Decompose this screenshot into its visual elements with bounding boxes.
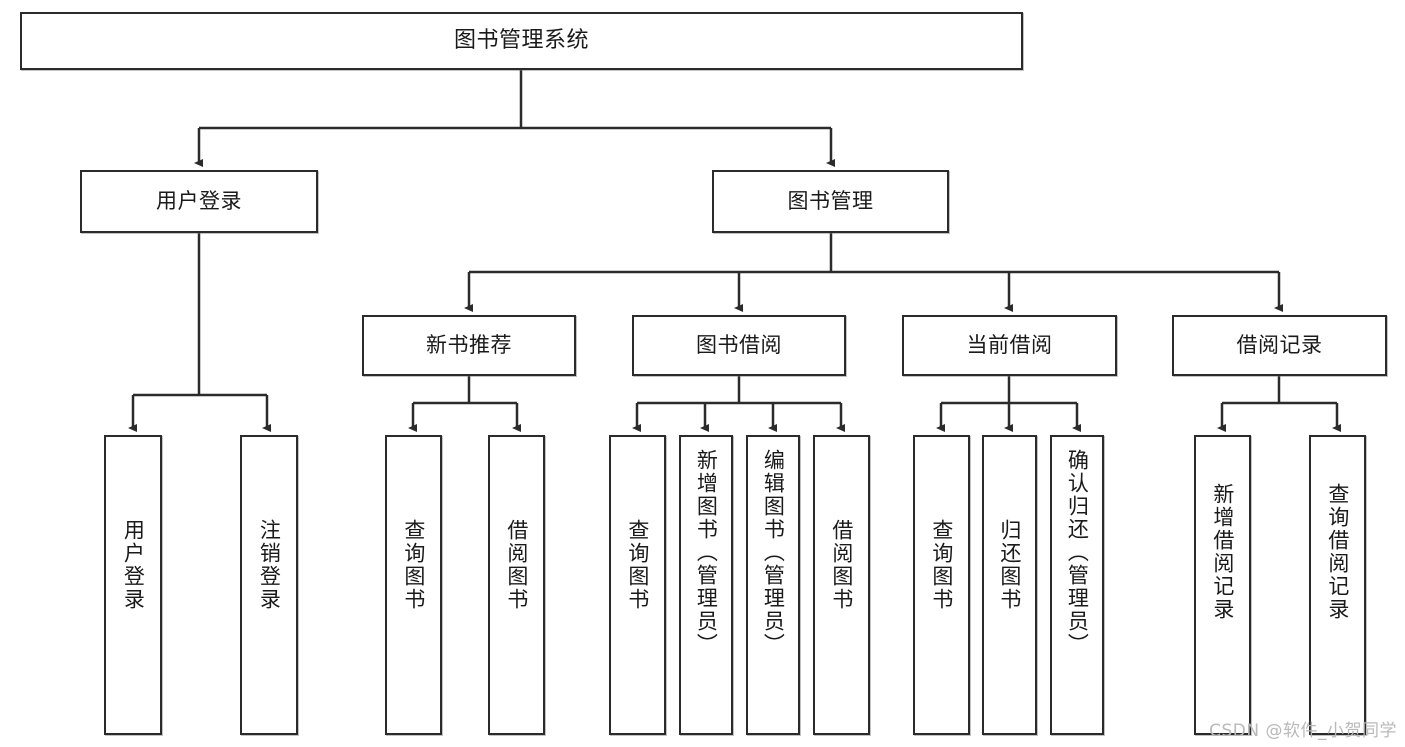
- node-current-borrow[interactable]: 当前借阅: [902, 315, 1117, 376]
- node-label: 新书推荐: [426, 333, 512, 358]
- node-book-manage[interactable]: 图书管理: [712, 170, 949, 233]
- leaf-add-borrow-record[interactable]: 新增借阅记录: [1194, 435, 1251, 735]
- node-label: 编辑图书（管理员）: [761, 449, 786, 656]
- node-label: 借阅记录: [1236, 333, 1323, 358]
- node-label: 注销登录: [257, 519, 282, 611]
- leaf-query-book-borrow[interactable]: 查询图书: [609, 435, 666, 735]
- node-label: 用户登录: [121, 519, 146, 611]
- leaf-query-book-recommend[interactable]: 查询图书: [385, 435, 442, 735]
- node-label: 新增借阅记录: [1210, 483, 1235, 621]
- node-borrow-record[interactable]: 借阅记录: [1172, 315, 1387, 376]
- node-label: 确认归还（管理员）: [1065, 449, 1090, 656]
- leaf-borrow-book-borrow[interactable]: 借阅图书: [813, 435, 870, 735]
- node-label: 图书借阅: [696, 333, 782, 358]
- node-label: 图书管理: [787, 189, 874, 214]
- node-book-borrow[interactable]: 图书借阅: [632, 315, 846, 376]
- csdn-watermark: CSDN @软件_小贺同学: [1209, 721, 1397, 741]
- node-root-book-management-system[interactable]: 图书管理系统: [20, 12, 1023, 70]
- leaf-return-book[interactable]: 归还图书: [982, 435, 1037, 735]
- node-new-book-recommend[interactable]: 新书推荐: [362, 315, 576, 376]
- leaf-confirm-return-admin[interactable]: 确认归还（管理员）: [1050, 435, 1104, 735]
- node-label: 查询图书: [929, 519, 954, 611]
- node-label: 查询借阅记录: [1325, 483, 1350, 621]
- node-label: 借阅图书: [504, 519, 529, 611]
- node-label: 归还图书: [997, 519, 1022, 611]
- leaf-logout-login[interactable]: 注销登录: [240, 435, 298, 735]
- node-label: 查询图书: [625, 519, 650, 611]
- node-label: 查询图书: [401, 519, 426, 611]
- leaf-query-borrow-record[interactable]: 查询借阅记录: [1309, 435, 1366, 735]
- node-user-login[interactable]: 用户登录: [80, 170, 318, 233]
- node-label: 借阅图书: [829, 519, 854, 611]
- leaf-edit-book-admin[interactable]: 编辑图书（管理员）: [746, 435, 800, 735]
- leaf-add-book-admin[interactable]: 新增图书（管理员）: [679, 435, 733, 735]
- node-label: 新增图书（管理员）: [694, 449, 719, 656]
- leaf-borrow-book-recommend[interactable]: 借阅图书: [488, 435, 545, 735]
- leaf-query-book-current[interactable]: 查询图书: [913, 435, 970, 735]
- node-label: 图书管理系统: [453, 28, 589, 54]
- leaf-user-login[interactable]: 用户登录: [104, 435, 162, 735]
- node-label: 当前借阅: [966, 333, 1053, 358]
- node-label: 用户登录: [156, 189, 242, 214]
